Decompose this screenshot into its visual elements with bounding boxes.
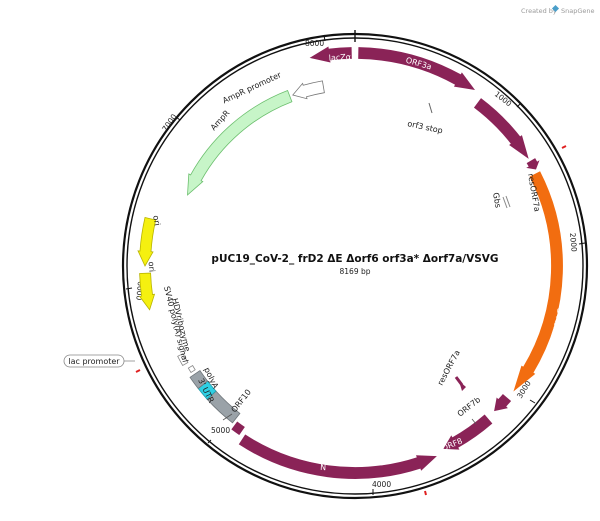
gbs-label: Gbs (491, 192, 503, 209)
orf8-label: ORF8 (440, 436, 463, 452)
plasmid-name: pUC19_CoV-2_ frD2 ΔE Δorf6 orf3a* Δorf7a… (211, 253, 498, 265)
tick-8000: 8000 (305, 39, 324, 48)
lac-promoter-feature[interactable] (177, 353, 189, 367)
vsvg-feature[interactable] (513, 171, 563, 392)
plasmid-size: 8169 bp (340, 267, 371, 276)
orf3-stop-marker (428, 102, 433, 114)
tick-5000: 5000 (211, 426, 230, 435)
credit-brand: SnapGene (561, 7, 595, 15)
restriction-marks (135, 145, 567, 496)
backbone-outer (121, 32, 589, 500)
ori-lower-label: ori (147, 261, 157, 272)
orf10-label: ORF10 (229, 388, 252, 415)
orf7b-feature[interactable] (494, 394, 512, 412)
n-feature[interactable] (238, 434, 437, 479)
orf10-feature[interactable] (231, 421, 245, 436)
hdv-ribozyme-feature[interactable] (189, 370, 209, 390)
tick-4000: 4000 (372, 480, 391, 489)
credit-prefix: Created by (521, 7, 557, 15)
resorf7a-mid-marker (454, 376, 466, 391)
orf10-leader (222, 413, 233, 421)
orf3a-label: ORF3a (405, 56, 433, 72)
ori-upper-feature[interactable] (137, 217, 157, 267)
tick-7000: 7000 (160, 112, 178, 133)
tick-2000: 2000 (568, 232, 579, 252)
ori-lower-feature[interactable] (138, 272, 156, 311)
lac-promoter-label: lac promoter (68, 357, 120, 366)
snapgene-logo-icon (551, 4, 560, 13)
lacza-label: lacZα (329, 52, 352, 62)
orf3-stop-label: orf3 stop (407, 119, 444, 135)
ampr-promoter-feature[interactable] (292, 80, 325, 100)
tick-6000: 6000 (134, 281, 145, 301)
m-feature[interactable] (473, 98, 529, 159)
resorf7a-top-feature[interactable] (526, 158, 540, 170)
m-label: M (515, 126, 526, 137)
orf7b-leader (471, 418, 477, 425)
position-ticks (125, 34, 586, 495)
n-label: N (320, 463, 326, 472)
lacza-feature[interactable] (309, 46, 352, 63)
backbone-inner (126, 37, 584, 495)
gbs-marker (502, 195, 511, 209)
ampr-feature[interactable] (187, 89, 293, 196)
orf8-feature[interactable] (443, 414, 493, 450)
lac-promoter-callout[interactable]: lac promoter (63, 354, 135, 368)
sv40-polya-feature[interactable] (187, 364, 196, 374)
orf3a-feature[interactable] (358, 47, 476, 90)
ori-upper-label: ori (151, 215, 162, 227)
orf7b-label: ORF7b (456, 395, 483, 418)
